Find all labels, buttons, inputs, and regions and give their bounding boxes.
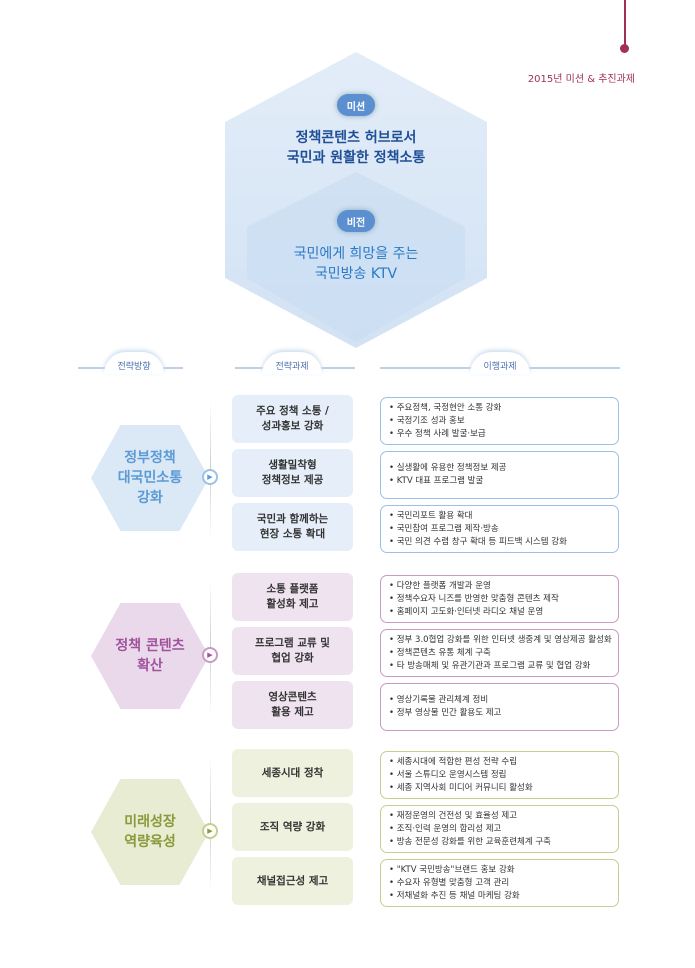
play-arrow-icon: ▶: [202, 647, 218, 663]
task-title-line: 프로그램 교류 및: [255, 637, 330, 649]
task-title-line: 국민과 함께하는: [256, 513, 329, 525]
implementation-list: 실생활에 유용한 정책정보 제공KTV 대표 프로그램 발굴: [380, 451, 619, 499]
mission-line-2: 국민과 원활한 정책소통: [286, 150, 426, 166]
implementation-item: 서울 스튜디오 운영시스템 정립: [389, 769, 618, 782]
implementation-list: 세종시대에 적합한 편성 전략 수립서울 스튜디오 운영시스템 정립세종 지역사…: [380, 751, 619, 799]
play-arrow-icon: ▶: [202, 823, 218, 839]
implementation-item: 국정기조 성과 홍보: [389, 415, 618, 428]
task-title-line: 영상콘텐츠: [268, 691, 317, 703]
implementation-item: 정부 영상물 민간 활용도 제고: [389, 707, 618, 720]
strategy-task: 주요 정책 소통 / 성과홍보 강화: [232, 395, 353, 443]
vision-label: 비전: [337, 210, 375, 232]
direction-line: 미래성장: [124, 814, 176, 830]
task-title-line: 활용 제고: [271, 706, 314, 718]
implementation-item: 세종 지역사회 미디어 커뮤니티 활성화: [389, 782, 618, 795]
implementation-item: 우수 정책 사례 발굴·보급: [389, 428, 618, 441]
implementation-item: 세종시대에 적합한 편성 전략 수립: [389, 756, 618, 769]
implementation-item: 수요자 유형별 맞춤형 고객 관리: [389, 877, 618, 890]
strategy-task: 조직 역량 강화: [232, 803, 353, 851]
task-title-line: 주요 정책 소통 /: [256, 405, 329, 417]
strategy-task: 세종시대 정착: [232, 749, 353, 797]
task-title-line: 성과홍보 강화: [261, 420, 324, 432]
implementation-item: 타 방송매체 및 유관기관과 프로그램 교류 및 협업 강화: [389, 660, 618, 673]
implementation-item: 재정운영의 건전성 및 효율성 제고: [389, 810, 618, 823]
task-title-line: 조직 역량 강화: [259, 820, 326, 833]
implementation-item: 정책수요자 니즈를 반영한 맞춤형 콘텐츠 제작: [389, 593, 618, 606]
mission-label: 미션: [337, 94, 375, 116]
strategy-task: 채널접근성 제고: [232, 857, 353, 905]
vision-line-1: 국민에게 희망을 주는: [293, 246, 419, 262]
mission-line-1: 정책콘텐츠 허브로서: [295, 130, 417, 146]
task-title-line: 채널접근성 제고: [256, 874, 329, 887]
implementation-item: 정부 3.0협업 강화를 위한 인터넷 생중계 및 영상제공 활성화: [389, 634, 618, 647]
implementation-list: "KTV 국민방송"브랜드 홍보 강화수요자 유형별 맞춤형 고객 관리저채널화…: [380, 859, 619, 907]
implementation-item: 국민참여 프로그램 제작·방송: [389, 523, 618, 536]
implementation-item: 영상기록물 관리체계 정비: [389, 694, 618, 707]
implementation-item: 실생활에 유용한 정책정보 제공: [389, 462, 618, 475]
implementation-list: 다양한 플랫폼 개발과 운영정책수요자 니즈를 반영한 맞춤형 콘텐츠 제작홈페…: [380, 575, 619, 623]
header-strategy-direction: 전략방향: [104, 352, 164, 374]
implementation-item: 방송 전문성 강화를 위한 교육훈련체계 구축: [389, 836, 618, 849]
implementation-list: 정부 3.0협업 강화를 위한 인터넷 생중계 및 영상제공 활성화정책콘텐츠 …: [380, 629, 619, 677]
implementation-item: 조직·인력 운영의 합리성 제고: [389, 823, 618, 836]
direction-line: 역량육성: [124, 834, 176, 850]
play-arrow-icon: ▶: [202, 469, 218, 485]
header-strategy-task: 전략과제: [262, 352, 322, 374]
task-title-line: 활성화 제고: [266, 598, 319, 610]
implementation-list: 국민리포트 활용 확대국민참여 프로그램 제작·방송국민 의견 수렴 창구 확대…: [380, 505, 619, 553]
task-title-line: 현장 소통 확대: [259, 528, 326, 540]
decor-dot: [620, 44, 629, 53]
implementation-list: 영상기록물 관리체계 정비정부 영상물 민간 활용도 제고: [380, 683, 619, 731]
task-title-line: 정책정보 제공: [261, 474, 324, 486]
task-title-line: 세종시대 정착: [261, 766, 324, 779]
direction-line: 정책 콘텐츠: [115, 638, 185, 654]
implementation-item: 국민리포트 활용 확대: [389, 510, 618, 523]
direction-line: 정부정책: [124, 450, 176, 466]
implementation-item: 다양한 플랫폼 개발과 운영: [389, 580, 618, 593]
header-implementation-task: 이행과제: [470, 352, 530, 374]
task-title-line: 협업 강화: [271, 652, 314, 664]
direction-line: 강화: [137, 490, 163, 506]
direction-line: 확산: [137, 658, 163, 674]
implementation-item: 저채널화 추진 등 채널 마케팅 강화: [389, 890, 618, 903]
implementation-item: 홈페이지 고도화·인터넷 라디오 채널 운영: [389, 606, 618, 619]
implementation-item: 주요정책, 국정현안 소통 강화: [389, 402, 618, 415]
task-title-line: 생활밀착형: [268, 459, 317, 471]
implementation-item: 정책콘텐츠 유통 체계 구축: [389, 647, 618, 660]
implementation-list: 재정운영의 건전성 및 효율성 제고조직·인력 운영의 합리성 제고방송 전문성…: [380, 805, 619, 853]
mission-vision-hexagon: 미션 정책콘텐츠 허브로서 국민과 원활한 정책소통 비전 국민에게 희망을 주…: [225, 52, 487, 348]
implementation-item: "KTV 국민방송"브랜드 홍보 강화: [389, 864, 618, 877]
implementation-item: KTV 대표 프로그램 발굴: [389, 475, 618, 488]
page-title: 2015년 미션 & 추진과제: [527, 74, 635, 85]
vision-line-2: 국민방송 KTV: [314, 266, 398, 282]
direction-line: 대국민소통: [117, 470, 183, 486]
implementation-list: 주요정책, 국정현안 소통 강화국정기조 성과 홍보우수 정책 사례 발굴·보급: [380, 397, 619, 445]
implementation-item: 국민 의견 수렴 창구 확대 등 피드백 시스템 강화: [389, 536, 618, 549]
decor-line: [624, 0, 626, 46]
task-title-line: 소통 플랫폼: [266, 583, 319, 595]
